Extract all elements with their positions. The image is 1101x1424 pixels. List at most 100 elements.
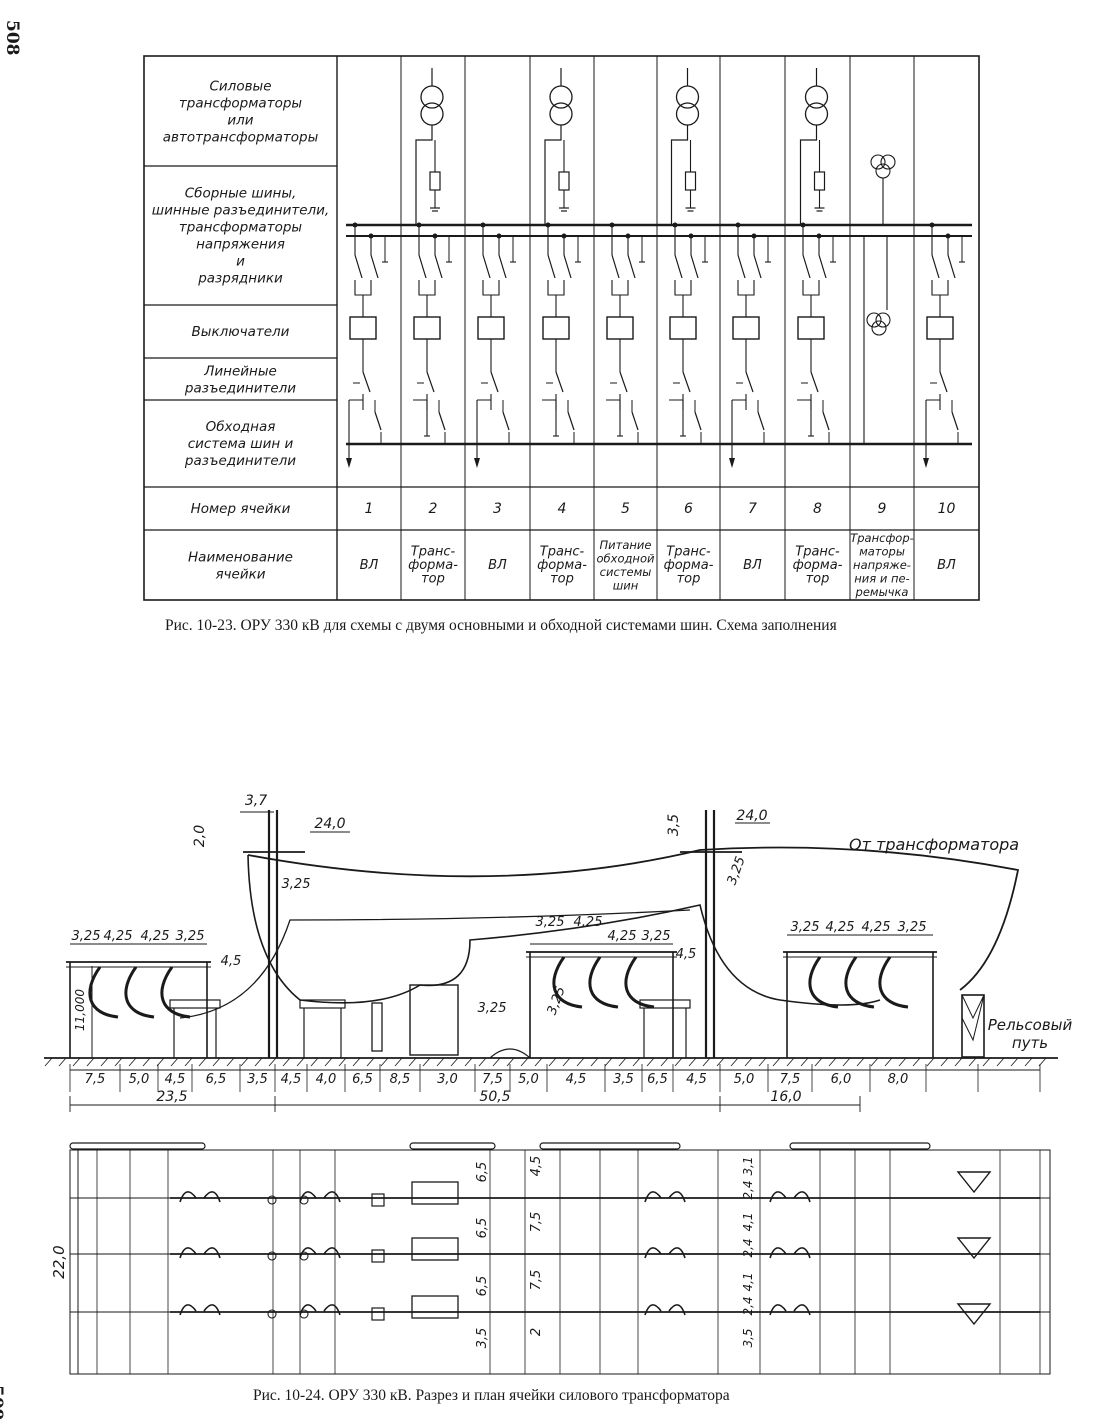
transformer-winding-icon [675,85,700,109]
disconnector-blade-icon [674,254,683,279]
plan-insulator-icon [299,1304,341,1316]
jumper-conductor [247,854,881,1006]
tower-left [243,810,305,1058]
circuit-breaker-drawing [409,984,459,1056]
cell-name: ремычка [855,585,909,599]
ground-hatch [562,1057,571,1067]
table-border [143,55,980,601]
cell-name: форма- [537,558,587,573]
ground-hatch [198,1057,207,1067]
cell-number: 5 [621,501,630,517]
disconnector-blade-icon [434,254,443,279]
ground-hatch [1010,1057,1019,1067]
ground-hatch [786,1057,795,1067]
bypass-disconnector-blade-icon [438,411,446,431]
hanging-insulator [552,956,583,1009]
disconnector-blade-icon [354,254,363,279]
row-label: Линейные [203,364,277,380]
disconnector-blade-icon [690,254,699,279]
line-disconnector-blade-icon [619,371,628,393]
row-label: Номер ячейки [191,501,291,517]
plan-transformer-bushing-icon [956,1237,992,1260]
row-label: разъединители [184,453,296,469]
ground-hatch [688,1057,697,1067]
bypass-disconnector-blade-icon [502,411,510,431]
ground-hatch [632,1057,641,1067]
ground-hatch [856,1057,865,1067]
ground-hatch [450,1057,459,1067]
ground-dim-label: 3,5 [613,1072,634,1087]
ground-hatch [226,1057,235,1067]
ground-hatch [324,1057,333,1067]
cable-trench [489,1048,531,1059]
ground-hatch [184,1057,193,1067]
cell-name: шин [613,578,639,592]
ground-hatch [394,1057,403,1067]
cell-name: Трансфор- [850,531,914,545]
ground-hatch [800,1057,809,1067]
plan-insulator-icon [769,1191,811,1203]
ground-dim-label: 4,5 [566,1072,587,1087]
ground-dim-label: 4,5 [281,1072,302,1087]
ground-hatch [240,1057,249,1067]
cell-number: 2 [429,501,438,517]
plan-dim-label: 6,5 [475,1276,490,1297]
plan-node-icon [267,1195,277,1205]
ground-hatch [254,1057,263,1067]
line-arrow-icon [923,458,929,468]
ground-hatch [114,1057,123,1067]
ground-hatch [128,1057,137,1067]
cell-name: Транс- [795,545,840,560]
ground-dim-label: 4,5 [686,1072,707,1087]
ground-dim-label: 6,5 [647,1072,668,1087]
cell-number: 9 [878,501,887,517]
ground-hatch [1024,1057,1033,1067]
ground-hatch [758,1057,767,1067]
ground-hatch [58,1057,67,1067]
plan-dim-label: 2,4 [741,1296,755,1315]
plan-ct-icon [371,1193,385,1207]
ground-hatch [548,1057,557,1067]
disconnector-blade-icon [802,254,811,279]
total-dim-label: 16,0 [770,1089,801,1105]
ground-hatch [142,1057,151,1067]
ground-dim-label: 4,0 [316,1072,337,1087]
ground-hatch [618,1057,627,1067]
disconnector-blade-icon [370,254,379,279]
row-label: Выключатели [192,324,290,340]
transformer-winding-icon [549,85,573,109]
plan-node-icon [299,1195,309,1205]
ground-dim-label: 7,5 [85,1072,106,1087]
total-dim-label: 50,5 [479,1089,510,1105]
ground-hatch [478,1057,487,1067]
dim-label: 3,25 [282,877,311,892]
row-label: и [236,254,245,270]
ground-dim-label: 5,0 [518,1072,539,1087]
disconnector-blade-icon [418,254,427,279]
plan-insulator-icon [299,1191,341,1203]
ground-hatch [604,1057,613,1067]
portal-mid [526,951,677,1058]
line-disconnector-blade-icon [362,371,371,393]
disconnector-blade-icon [563,254,572,279]
ground-hatch [296,1057,305,1067]
cell-name: ния и пе- [854,572,909,586]
line-disconnector-blade-icon [745,371,754,393]
ground-hatch [86,1057,95,1067]
line-disconnector-blade-icon [682,371,691,393]
cell-name: форма- [664,558,714,573]
plan-ct-icon [371,1307,385,1321]
transformer-winding-icon [804,85,829,109]
spacing-label: 4,25 [104,929,133,944]
dim-label: 2,0 [192,825,208,847]
plan-insulator-icon [179,1304,221,1316]
transformer-bushing-drawing [961,994,985,1058]
plan-dim-label: 3,1 [741,1156,755,1175]
portal-left [66,961,211,1058]
cell-number: 7 [748,501,757,517]
cell-number: 1 [365,501,374,517]
hanging-insulator [878,956,909,1009]
plan-dim-label: 2,4 [741,1180,755,1199]
